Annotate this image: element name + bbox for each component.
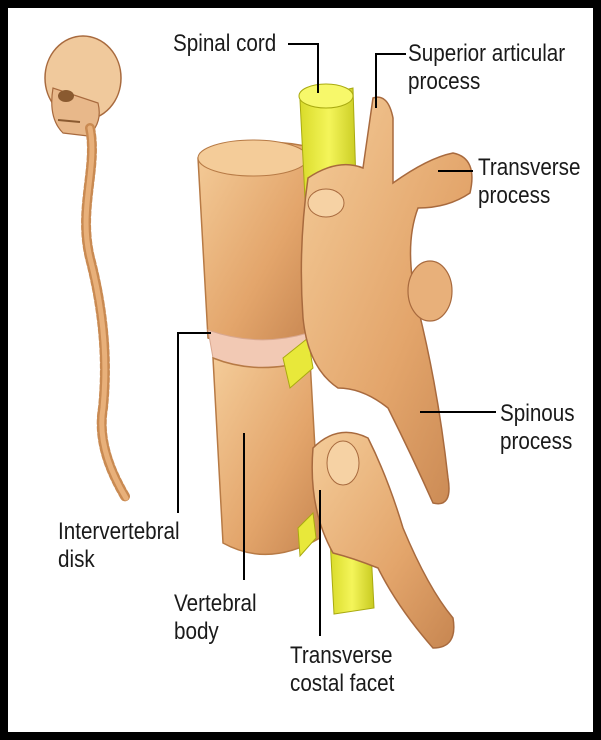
label-vertebral-body: Vertebral body [174, 590, 257, 646]
label-transverse-process: Transverse process [478, 154, 580, 210]
diagram-frame: Spinal cord Superior articular process T… [8, 8, 593, 732]
skeleton-figure [45, 36, 126, 498]
label-intervertebral-disk: Intervertebral disk [58, 518, 180, 574]
vertebrae-illustration [8, 8, 593, 732]
label-transverse-costal-facet: Transverse costal facet [290, 642, 394, 698]
leader-intervertebral-disk [178, 333, 211, 513]
label-superior-articular-process: Superior articular process [408, 40, 565, 96]
label-spinal-cord: Spinal cord [173, 30, 276, 58]
label-spinous-process: Spinous process [500, 400, 575, 456]
